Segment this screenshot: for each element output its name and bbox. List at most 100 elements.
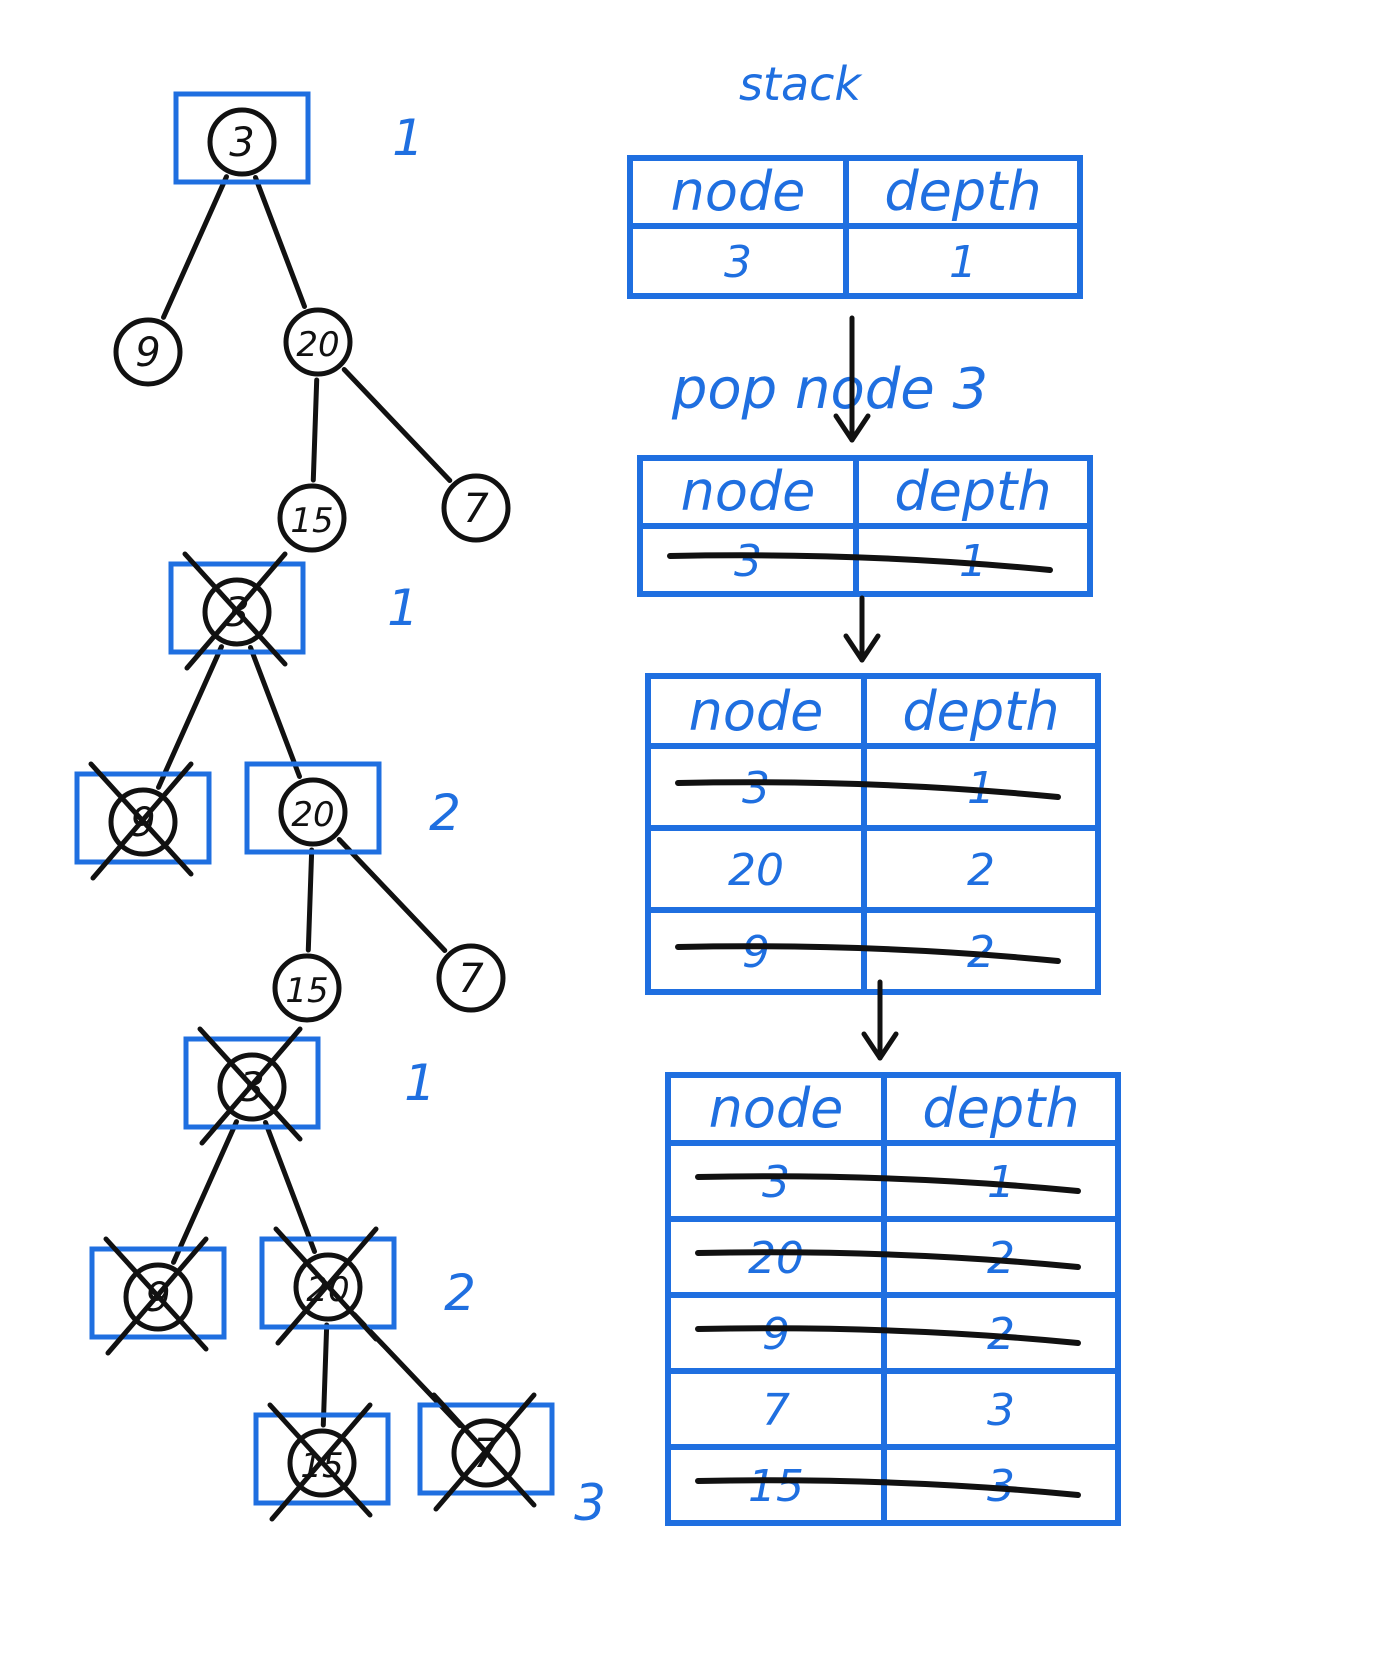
header-depth: depth [884,160,1041,223]
cell-node: 3 [742,763,770,814]
node-label: 7 [463,486,489,532]
node-box [74,771,212,865]
strike-through [695,1325,1081,1346]
pop-node-label: pop node 3 [671,357,988,422]
node-label: 15 [290,501,333,541]
node-circle [207,107,277,177]
depth-level-label: 2 [429,784,461,842]
down-arrow [843,595,881,663]
node-label: 15 [285,971,328,1011]
tree-node-9: 9 [89,1236,227,1356]
cell-depth: 2 [967,845,995,896]
cross-stroke [90,761,194,881]
header-depth: depth [894,460,1051,523]
cell-node: 15 [748,1461,804,1512]
cell-node: 3 [724,237,752,288]
tree-edge-3-20 [262,1120,318,1254]
tree-node-3: 3 [173,91,311,185]
node-label: 20 [296,325,339,365]
cross-stroke [199,1026,303,1146]
cell-node: 7 [762,1385,790,1436]
tree-snapshot-1: 3 9 20 15 7 1 [113,91,511,553]
header-depth: depth [922,1077,1079,1140]
tree-node-15: 15 [253,1402,391,1522]
header-node: node [709,1077,844,1140]
node-circle [441,473,511,543]
node-box [89,1246,227,1340]
tree-node-15: 15 [272,953,342,1023]
node-circle [113,317,183,387]
down-arrow [861,979,899,1061]
cell-node: 9 [762,1309,790,1360]
node-box [259,1236,397,1330]
strike-through [695,1249,1081,1270]
tree-node-7: 7 [417,1392,555,1512]
tree-edge-20-15 [320,1322,330,1428]
cell-node: 3 [734,536,762,587]
node-box [173,91,311,185]
cell-depth: 1 [949,237,977,288]
header-node: node [681,460,816,523]
tree-edge-3-20 [247,645,303,779]
tree-edge-20-7 [336,837,448,953]
tree-node-3: 3 [168,551,306,671]
cell-node: 20 [748,1233,804,1284]
strike-through [675,943,1061,964]
stack-title: stack [739,57,863,111]
stack-row: 20 2 [648,825,1098,896]
cross-stroke [433,1392,537,1512]
node-box [244,761,382,855]
node-box [183,1036,321,1130]
table-border [645,673,1101,995]
node-circle [436,943,506,1013]
tree-node-15: 15 [277,483,347,553]
node-circle [272,953,342,1023]
node-label: 7 [458,956,484,1002]
header-depth: depth [902,680,1059,743]
tree-edge-3-20 [252,175,308,309]
tree-edge-20-15 [310,377,320,483]
tree-node-20: 20 [244,761,382,855]
cell-node: 3 [762,1157,790,1208]
header-node: node [671,160,806,223]
tree-node-3: 3 [183,1026,321,1146]
tree-edge-20-7 [341,367,453,483]
node-circle [283,307,353,377]
depth-level-label: 2 [444,1264,476,1322]
tree-snapshot-3: 3920157123 [89,1026,606,1532]
node-label: 20 [291,795,334,835]
tree-edge-3-9 [156,644,224,790]
depth-level-label: 1 [392,109,424,167]
strike-through [667,552,1053,573]
cell-node: 9 [742,927,770,978]
tree-node-9: 9 [113,317,183,387]
strike-through [695,1173,1081,1194]
trees-layer: 392015713920157123920157123 [74,91,606,1532]
header-node: node [689,680,824,743]
strike-through [675,779,1061,800]
node-box [253,1412,391,1506]
tree-node-9: 9 [74,761,212,881]
cross-stroke [184,551,288,671]
node-circle [277,483,347,553]
node-label: 9 [135,330,160,376]
cell-node: 20 [728,845,784,896]
tree-edge-3-9 [171,1119,239,1265]
node-circle [278,777,348,847]
tree-node-20: 20 [259,1226,397,1346]
table-border [665,1072,1121,1526]
cross-stroke [275,1226,379,1346]
depth-level-label: 1 [404,1054,436,1112]
